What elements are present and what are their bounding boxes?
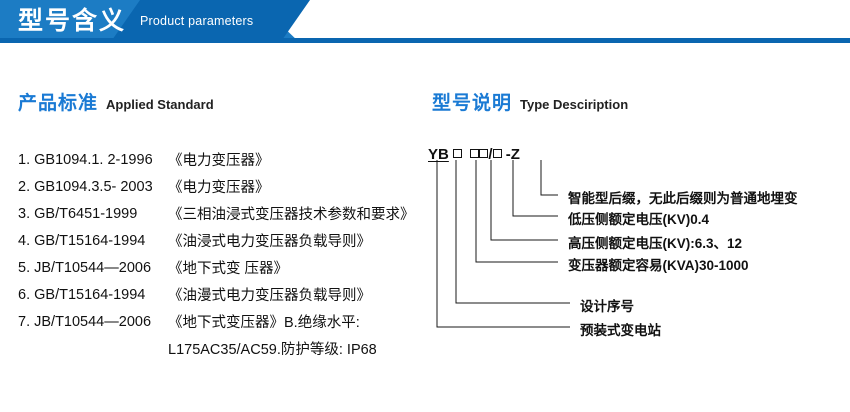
model-code-string: YB / -Z (428, 146, 520, 163)
type-description-heading-en: Type Desciription (520, 97, 629, 112)
model-code-suffix: Z (510, 146, 520, 163)
leader-rated-capacity (475, 166, 558, 263)
page-banner: 型号含义 Product parameters (0, 0, 850, 48)
standard-name: 《电力变压器》 (168, 153, 270, 169)
list-item: 2. GB1094.3.5- 2003 《电力变压器》 (18, 173, 438, 200)
leader-design-serial (455, 166, 570, 304)
model-code-slash: / (488, 146, 493, 163)
model-code-box-lv (492, 149, 502, 158)
standard-name: 《三相油浸式变压器技术参数和要求》 (168, 207, 415, 223)
standard-code: 4. GB/T15164-1994 (18, 232, 146, 249)
standard-code: 2. GB1094.3.5- 2003 (18, 178, 153, 195)
leader-prefab-substation (436, 166, 570, 328)
banner-divider-rule (0, 38, 850, 43)
list-item: 1. GB1094.1. 2-1996 《电力变压器》 (18, 146, 438, 173)
applied-standard-heading-cn: 产品标准 (18, 93, 99, 114)
list-item: 4. GB/T15164-1994 《油浸式电力变压器负载导则》 (18, 227, 438, 254)
leader-hv-rated-voltage (490, 166, 558, 241)
standard-code: 5. JB/T10544—2006 (18, 259, 152, 276)
type-description-heading-cn: 型号说明 (432, 93, 513, 114)
standard-continuation: L175AC35/AC59.防护等级: IP68 (168, 342, 377, 358)
leader-smart-suffix (540, 166, 558, 196)
list-item: 3. GB/T6451-1999 《三相油浸式变压器技术参数和要求》 (18, 200, 438, 227)
banner-title: 型号含义 (18, 7, 127, 35)
standards-list: 1. GB1094.1. 2-1996 《电力变压器》 2. GB1094.3.… (18, 146, 438, 362)
banner-subtitle: Product parameters (140, 14, 254, 28)
standard-name: 《电力变压器》 (168, 180, 270, 196)
model-code-dash: - (505, 146, 511, 163)
model-code-box-hv (479, 149, 489, 158)
banner-right-shape (110, 0, 310, 43)
model-code-box-capacity (470, 149, 480, 158)
applied-standard-heading: 产品标准 Applied Standard (18, 88, 214, 115)
standard-code: 7. JB/T10544—2006 (18, 313, 152, 330)
standard-name: 《油漫式电力变压器负载导则》 (168, 288, 371, 304)
list-item: 7. JB/T10544—2006 《地下式变压器》B.绝缘水平: (18, 308, 438, 335)
standard-code: 6. GB/T15164-1994 (18, 286, 146, 303)
callout-rated-capacity: 变压器额定容易(KVA)30-1000 (568, 258, 749, 273)
list-item: 6. GB/T15164-1994 《油漫式电力变压器负载导则》 (18, 281, 438, 308)
callout-design-serial: 设计序号 (580, 299, 634, 314)
model-code-box-design (453, 149, 463, 158)
standard-name: 《油浸式电力变压器负载导则》 (168, 234, 371, 250)
callout-smart-suffix: 智能型后缀，无此后缀则为普通地埋变 (568, 191, 798, 206)
callout-lv-rated-voltage: 低压侧额定电压(KV)0.4 (568, 212, 710, 227)
callout-prefab-substation: 预装式变电站 (580, 323, 661, 338)
list-item: 5. JB/T10544—2006 《地下式变 压器》 (18, 254, 438, 281)
type-description-heading: 型号说明 Type Desciription (432, 88, 628, 115)
standard-code: 1. GB1094.1. 2-1996 (18, 151, 153, 168)
callout-hv-rated-voltage: 高压侧额定电压(KV):6.3、12 (568, 236, 743, 251)
standard-name: 《地下式变 压器》 (168, 261, 289, 277)
leader-lv-rated-voltage (512, 166, 558, 217)
standard-name: 《地下式变压器》B.绝缘水平: (168, 315, 360, 331)
standard-code: 3. GB/T6451-1999 (18, 205, 138, 222)
applied-standard-heading-en: Applied Standard (106, 97, 214, 112)
